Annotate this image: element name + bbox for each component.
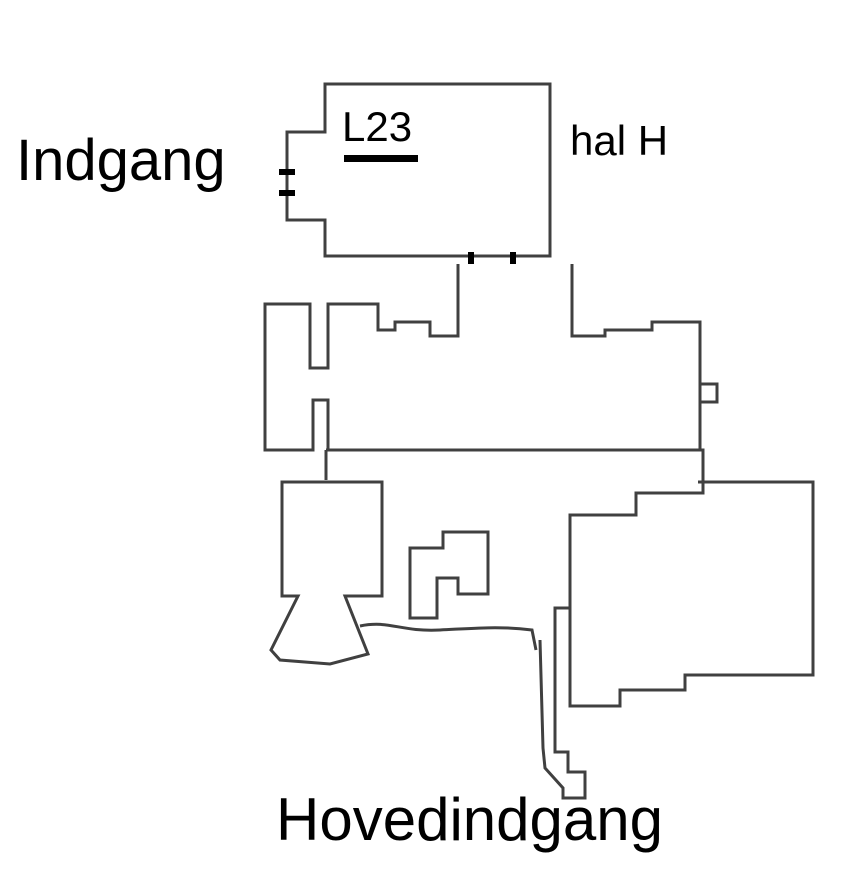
- room-highlight-underline: [344, 155, 418, 162]
- upper-building-outline: [263, 264, 702, 452]
- left-wing-outline: [269, 480, 384, 666]
- hall-h-outline: [285, 82, 552, 258]
- upper-building-annex: [698, 382, 719, 404]
- main-entrance-label: Hovedindgang: [276, 786, 663, 853]
- right-building-outline: [326, 448, 705, 800]
- connector-band: [324, 450, 705, 480]
- right-wing-outline: [568, 480, 815, 708]
- entrance-label: Indgang: [16, 128, 226, 193]
- inner-building-outline: [408, 530, 490, 620]
- room-label: L23: [342, 103, 413, 150]
- path-to-main-entrance: [359, 622, 538, 651]
- hall-label: hal H: [570, 117, 669, 164]
